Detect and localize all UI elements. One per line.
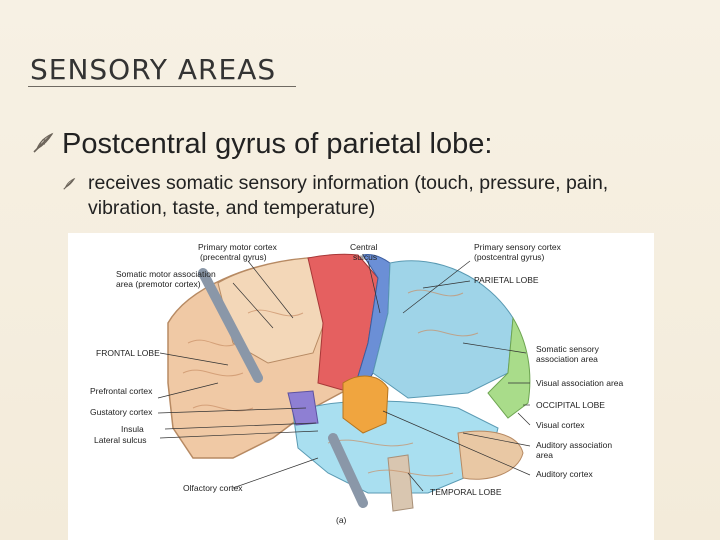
label-primary-sensory-1: Primary sensory cortex [474,242,562,252]
label-somatic-motor-1: Somatic motor association [116,269,216,279]
bullet-main-text: Postcentral gyrus of parietal lobe: [62,128,492,160]
label-frontal-lobe: FRONTAL LOBE [96,348,160,358]
small-quill-bullet-icon [62,177,76,191]
label-primary-motor-1: Primary motor cortex [198,242,278,252]
label-olfactory: Olfactory cortex [183,483,243,493]
label-somatic-sensory-1: Somatic sensory [536,344,600,354]
label-central-sulcus-1: Central [350,242,378,252]
label-visual-cortex: Visual cortex [536,420,585,430]
label-prefrontal: Prefrontal cortex [90,386,153,396]
brainstem-region [388,455,413,511]
brain-diagram: Primary motor cortex (precentral gyrus) … [68,233,654,540]
label-parietal-lobe: PARIETAL LOBE [474,275,539,285]
label-lateral-sulcus: Lateral sulcus [94,435,146,445]
label-somatic-motor-2: area (premotor cortex) [116,279,201,289]
label-visual-assoc: Visual association area [536,378,624,388]
label-primary-sensory-2: (postcentral gyrus) [474,252,545,262]
label-temporal-lobe: TEMPORAL LOBE [430,487,502,497]
quill-bullet-icon [31,131,55,155]
label-gustatory: Gustatory cortex [90,407,153,417]
label-central-sulcus-2: sulcus [353,252,377,262]
slide-title: SENSORY AREAS [30,53,276,86]
label-auditory-assoc-2: area [536,450,553,460]
bullet-sub-text: receives somatic sensory information (to… [88,171,688,221]
title-underline [28,86,296,87]
label-insula: Insula [121,424,144,434]
label-auditory-assoc-1: Auditory association [536,440,612,450]
label-auditory-cortex: Auditory cortex [536,469,593,479]
label-occipital: OCCIPITAL LOBE [536,400,605,410]
label-primary-motor-2: (precentral gyrus) [200,252,267,262]
bullet-level-1: Postcentral gyrus of parietal lobe: [31,128,492,160]
brain-figure: Primary motor cortex (precentral gyrus) … [68,233,654,540]
label-somatic-sensory-2: association area [536,354,598,364]
bullet-level-2: receives somatic sensory information (to… [62,171,688,221]
figure-caption: (a) [336,515,347,525]
